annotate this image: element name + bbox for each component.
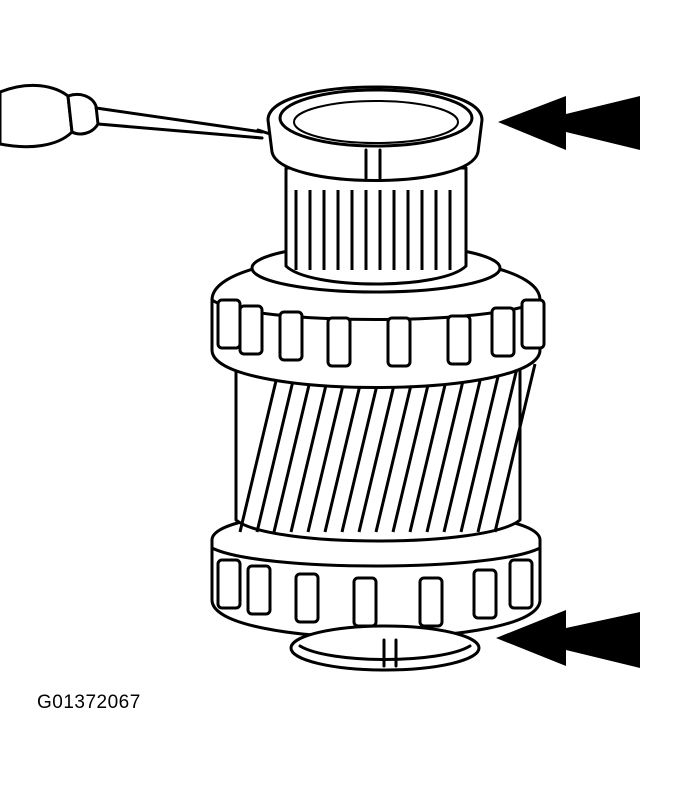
- bearing-roller: [508, 558, 534, 610]
- gear-tooth: [272, 363, 316, 533]
- bearing-roller: [490, 306, 516, 358]
- bearing-roller: [238, 304, 264, 356]
- gear-tooth: [289, 363, 333, 533]
- gear-tooth: [374, 363, 418, 533]
- figure-id-label: G01372067: [37, 692, 141, 713]
- gear-tooth: [340, 363, 384, 533]
- lower-bearing: [210, 508, 542, 639]
- splined-shaft: [284, 166, 468, 286]
- gear-tooth: [357, 363, 401, 533]
- bearing-roller: [216, 298, 242, 350]
- gear-tooth: [391, 363, 435, 533]
- pick-tool: [0, 83, 278, 149]
- gear-tooth: [493, 363, 537, 533]
- gear-tooth: [408, 363, 452, 533]
- lower-snap-ring-arrow: [496, 610, 640, 668]
- gear-tooth: [476, 363, 520, 533]
- gear-tooth: [323, 363, 367, 533]
- bearing-roller: [326, 316, 352, 368]
- bearing-roller: [386, 316, 412, 368]
- bearing-roller: [278, 310, 304, 362]
- bearing-roller: [352, 576, 378, 628]
- bearing-roller: [294, 572, 320, 624]
- upper-snap-ring: [266, 85, 484, 182]
- gear-tooth: [238, 363, 282, 533]
- bearing-roller: [520, 298, 546, 350]
- bearing-roller: [246, 564, 272, 616]
- lower-snap-ring: [289, 624, 481, 672]
- upper-snap-ring-arrow: [498, 96, 640, 150]
- bearing-roller: [472, 568, 498, 620]
- gear-tooth: [255, 363, 299, 533]
- bearing-roller: [216, 558, 242, 610]
- gear-tooth: [459, 363, 503, 533]
- gear-tooth: [425, 363, 469, 533]
- bearing-roller: [446, 314, 472, 366]
- helical-gear: [234, 354, 537, 543]
- gear-tooth: [306, 363, 350, 533]
- gear-tooth: [442, 363, 486, 533]
- bearing-roller: [418, 576, 444, 628]
